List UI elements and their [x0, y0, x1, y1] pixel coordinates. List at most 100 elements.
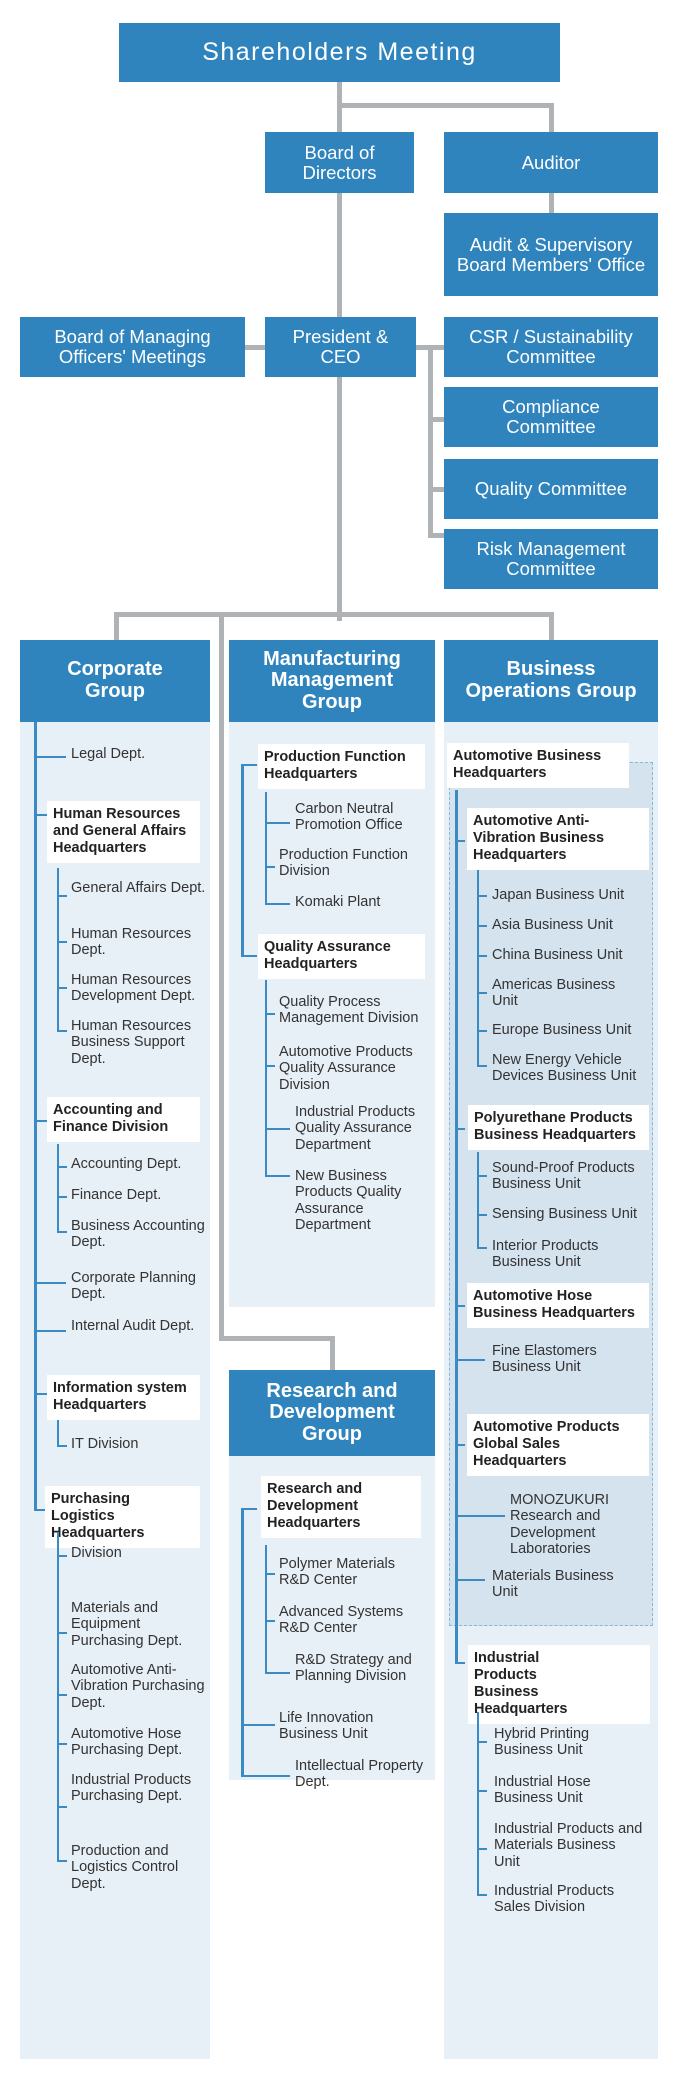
tree-branch [477, 1741, 487, 1743]
list-item: R&D Strategy and Planning Division [295, 1652, 412, 1685]
list-item: Industrial Products and Materials Busine… [494, 1821, 643, 1870]
tree-branch [265, 1128, 290, 1130]
automotive-subpanel [449, 762, 653, 1626]
list-item: Sensing Business Unit [492, 1206, 638, 1222]
tree-line [477, 870, 479, 1066]
list-item: Corporate Planning Dept. [71, 1270, 196, 1303]
tree-line [455, 790, 458, 1662]
tree-branch [265, 1620, 275, 1622]
csr-committee-box: CSR / Sustainability Committee [444, 317, 658, 377]
business-group-header: Business Operations Group [444, 640, 658, 722]
tree-branch [34, 756, 66, 758]
tree-line [265, 792, 267, 904]
list-item: Division [71, 1545, 122, 1561]
list-item: Sound-Proof Products Business Unit [492, 1160, 635, 1193]
list-item: Industrial Products Sales Division [494, 1883, 615, 1916]
polyurethane-headquarters: Polyurethane Products Business Headquart… [468, 1105, 649, 1151]
tree-branch [57, 1445, 67, 1447]
tree-branch [57, 941, 67, 943]
tree-branch [265, 1013, 275, 1015]
anti-vibration-headquarters: Automotive Anti-Vibration Business Headq… [467, 808, 649, 871]
managing-officers-box: Board of Managing Officers' Meetings [20, 317, 245, 377]
list-item: Legal Dept. [71, 746, 146, 762]
tree-line [57, 868, 59, 1031]
tree-branch [57, 1632, 67, 1634]
list-item: General Affairs Dept. [71, 880, 206, 896]
tree-branch [57, 1231, 67, 1233]
manufacturing-panel [229, 721, 435, 1307]
tree-branch [34, 1393, 50, 1395]
list-item: Carbon Neutral Promotion Office [295, 801, 403, 834]
tree-branch [455, 1128, 465, 1130]
compliance-committee-box: Compliance Committee [444, 387, 658, 447]
tree-branch [57, 987, 67, 989]
tree-branch [477, 992, 487, 994]
information-system-headquarters: Information system Headquarters [47, 1375, 200, 1421]
list-item: Advanced Systems R&D Center [279, 1604, 404, 1637]
list-item: New Energy Vehicle Devices Business Unit [492, 1052, 637, 1085]
tree-branch [455, 1444, 465, 1446]
list-item: Europe Business Unit [492, 1022, 632, 1038]
tree-branch [455, 1515, 505, 1517]
tree-line [477, 1152, 479, 1248]
list-item: Internal Audit Dept. [71, 1318, 195, 1334]
connector [428, 533, 444, 538]
tree-branch [57, 1166, 67, 1168]
tree-branch [265, 866, 275, 868]
connector [219, 612, 224, 1340]
list-item: MONOZUKURI Research and Development Labo… [510, 1492, 610, 1558]
tree-branch [455, 1662, 465, 1664]
quality-committee-box: Quality Committee [444, 459, 658, 519]
tree-branch [34, 1282, 66, 1284]
quality-assurance-headquarters: Quality Assurance Headquarters [258, 934, 425, 980]
tree-branch [455, 1359, 485, 1361]
tree-branch [477, 925, 487, 927]
connector [330, 1336, 335, 1370]
list-item: Intellectual Property Dept. [295, 1758, 424, 1791]
tree-branch [57, 1555, 67, 1557]
tree-branch [241, 1508, 257, 1510]
tree-line [477, 1712, 479, 1895]
audit-office-box: Audit & Supervisory Board Members' Offic… [444, 213, 658, 296]
tree-branch [34, 814, 50, 816]
list-item: Human Resources Business Support Dept. [71, 1018, 192, 1067]
connector [428, 487, 444, 492]
tree-branch [57, 1860, 67, 1862]
list-item: Materials and Equipment Purchasing Dept. [71, 1600, 183, 1649]
list-item: Automotive Hose Purchasing Dept. [71, 1726, 183, 1759]
tree-branch [477, 1175, 487, 1177]
tree-branch [241, 1775, 290, 1777]
tree-branch [265, 1175, 290, 1177]
connector [337, 103, 554, 108]
tree-branch [265, 1672, 290, 1674]
tree-branch [34, 1509, 50, 1511]
connector [243, 345, 268, 350]
tree-branch [477, 1790, 487, 1792]
tree-line [241, 764, 244, 957]
purchasing-logistics-headquarters: Purchasing Logistics Headquarters [45, 1486, 200, 1549]
tree-line [265, 1545, 267, 1673]
list-item: Americas Business Unit [492, 977, 616, 1010]
tree-branch [265, 903, 290, 905]
list-item: Production Function Division [279, 847, 408, 880]
list-item: Production and Logistics Control Dept. [71, 1843, 179, 1892]
list-item: Automotive Anti-Vibration Purchasing Dep… [71, 1662, 205, 1711]
list-item: Industrial Products Purchasing Dept. [71, 1772, 192, 1805]
tree-branch [477, 1247, 487, 1249]
list-item: Automotive Products Quality Assurance Di… [279, 1044, 413, 1093]
list-item: Quality Process Management Division [279, 994, 419, 1027]
tree-branch [57, 1694, 67, 1696]
tree-line [34, 722, 37, 1511]
industrial-products-headquarters: Industrial Products Business Headquarter… [468, 1645, 650, 1725]
list-item: Industrial Products Quality Assurance De… [295, 1104, 416, 1153]
list-item: Hybrid Printing Business Unit [494, 1726, 590, 1759]
tree-branch [477, 1065, 487, 1067]
manufacturing-group-header: Manufacturing Management Group [229, 640, 435, 722]
tree-branch [477, 1214, 487, 1216]
shareholders-meeting-box: Shareholders Meeting [119, 23, 560, 82]
tree-branch [57, 1030, 67, 1032]
tree-branch [455, 840, 465, 842]
list-item: Polymer Materials R&D Center [279, 1556, 396, 1589]
tree-branch [241, 1724, 275, 1726]
connector [114, 612, 554, 617]
